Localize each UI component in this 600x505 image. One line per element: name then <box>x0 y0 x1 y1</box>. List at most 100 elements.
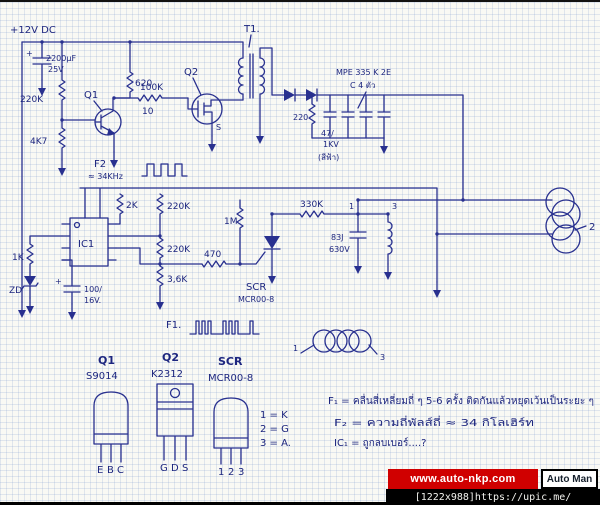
capacitor-2200uf <box>32 41 52 81</box>
q2-source-label: S <box>216 123 221 132</box>
resistor-220k-c <box>156 237 164 267</box>
resistor-100k <box>113 94 189 102</box>
f2-value-label: ≈ 34KHz <box>88 172 123 181</box>
ic1-label: IC1 <box>78 239 94 250</box>
resistor-220k-b-label: 220K <box>167 202 191 212</box>
supply-label: +12V DC <box>10 25 56 36</box>
cap100-label: 100/ <box>84 285 102 294</box>
zener-diode <box>21 276 39 299</box>
cap-bank-qty-label: C 4 ตัว <box>350 81 375 90</box>
zener-label: ZD <box>9 286 22 296</box>
resistor-100k-label: 100K <box>140 83 164 93</box>
pkg-scr-drawing <box>213 397 249 465</box>
pkg-q2-pin-s: S <box>182 463 188 474</box>
transformer-t1 <box>237 34 273 129</box>
transistor-q2 <box>187 77 244 137</box>
resistor-4k7 <box>58 119 66 161</box>
pkg-scr-pin-3: 3 <box>238 467 244 478</box>
cap-47-label: 47/ <box>321 129 334 138</box>
resistor-220 <box>308 94 316 139</box>
resistor-220k-c-label: 220K <box>167 245 191 255</box>
pin3-label: 3 <box>392 202 397 211</box>
f2-label: F2 <box>94 159 106 170</box>
resistor-220-label: 220 <box>293 113 308 122</box>
pkg-q1-title: Q1 <box>98 354 115 367</box>
transistor-q1 <box>93 97 122 153</box>
pkg-q1-drawing <box>93 391 129 463</box>
q2-label: Q2 <box>184 67 198 78</box>
resistor-1k <box>26 235 63 277</box>
resistor-1m <box>236 199 244 265</box>
cap-bank-part-label: MPE 335 K 2E <box>336 68 391 77</box>
legend-line-3: 3 = A. <box>260 438 291 449</box>
cap-1kv-label: 1KV <box>323 140 339 149</box>
pkg-q1-pin-b: B <box>107 465 114 476</box>
pkg-q1-pin-e: E <box>97 465 103 476</box>
pkg-q2-pin-g: G <box>160 463 168 474</box>
t1-label: T1. <box>243 24 260 35</box>
resistor-2k-label: 2K <box>126 201 139 211</box>
resistor-620 <box>113 41 134 99</box>
legend-line-2: 2 = G <box>260 424 289 435</box>
resistor-3k6 <box>156 265 164 295</box>
note-f2: F₂ = ความถี่พัลส์ถี่ ≈ 34 กิโลเฮิร์ท <box>334 415 534 429</box>
resistor-10-label: 10 <box>142 107 154 117</box>
wire-ic-network <box>115 235 203 265</box>
legend-line-1: 1 = K <box>260 410 288 421</box>
cap-83j-label: 83J <box>331 233 344 242</box>
pkg-scr-part: MCR00-8 <box>208 373 253 384</box>
resistor-4k7-label: 4K7 <box>30 137 47 147</box>
cap-25v-label: 25V <box>48 65 64 74</box>
pin1-label: 1 <box>349 202 354 211</box>
pkg-q2-part: K2312 <box>151 369 183 380</box>
cap-plus-sign: + <box>26 49 33 58</box>
resistor-2k <box>115 193 124 225</box>
pkg-scr-title: SCR <box>218 355 243 368</box>
coil-pin3-label: 3 <box>380 353 385 362</box>
resistor-3k6-label: 3,6K <box>167 275 188 285</box>
diode-pair <box>271 88 318 102</box>
brand-badge: Auto Man <box>541 469 598 489</box>
resistor-220k-b <box>156 193 164 239</box>
trigger-winding <box>357 213 393 265</box>
pkg-q2-title: Q2 <box>162 351 179 364</box>
pkg-scr-pin-1: 1 <box>218 467 224 478</box>
resistor-330k-label: 330K <box>300 200 324 210</box>
resistor-220k <box>58 41 96 121</box>
q1-label: Q1 <box>84 90 98 101</box>
pkg-q2-drawing <box>156 383 194 461</box>
scr-symbol <box>263 213 281 269</box>
resistor-1k-label: 1K <box>12 253 25 263</box>
resistor-620-label: 620 <box>135 79 152 89</box>
pin2-label: 2 <box>589 222 595 233</box>
f1-pulse-train <box>189 320 260 335</box>
scr-part-label: MCR00-8 <box>238 295 274 304</box>
resistor-220k-label: 220K <box>20 95 44 105</box>
ignition-coil <box>545 187 587 254</box>
resistor-1m-label: 1M <box>224 217 238 227</box>
cap100-plus-sign: + <box>55 277 62 286</box>
pkg-q2-pin-d: D <box>171 463 179 474</box>
resistor-330k <box>271 210 359 218</box>
note-f1: F₁ = คลื่นสี่เหลี่ยมถี่ ๆ 5-6 ครั้ง ติดก… <box>328 393 594 407</box>
site-url-banner[interactable]: www.auto-nkp.com <box>388 469 538 489</box>
junction-dots <box>40 40 465 266</box>
cap-2200uf-label: 2200μF <box>46 54 76 63</box>
coil-pin1-label: 1 <box>293 344 298 353</box>
pkg-q1-part: S9014 <box>86 371 118 382</box>
pickup-coil <box>300 329 378 355</box>
cap-630v-label: 630V <box>329 245 350 254</box>
f1-label: F1. <box>166 320 181 331</box>
image-host-caption[interactable]: [1222x988]https://upic.me/ <box>386 489 600 505</box>
capacitor-bank <box>311 91 391 139</box>
resistor-470-label: 470 <box>204 250 221 260</box>
note-ic1: IC₁ = ถูกลบเบอร์....? <box>334 437 426 449</box>
wire-rails <box>21 41 553 303</box>
scr-label: SCR <box>246 282 266 293</box>
capacitor-100uf <box>61 259 81 305</box>
pkg-scr-pin-2: 2 <box>228 467 234 478</box>
cap-color-label: (สีฟ้า) <box>318 153 339 162</box>
f2-squarewave <box>141 163 188 177</box>
capacitor-83j <box>349 199 367 259</box>
